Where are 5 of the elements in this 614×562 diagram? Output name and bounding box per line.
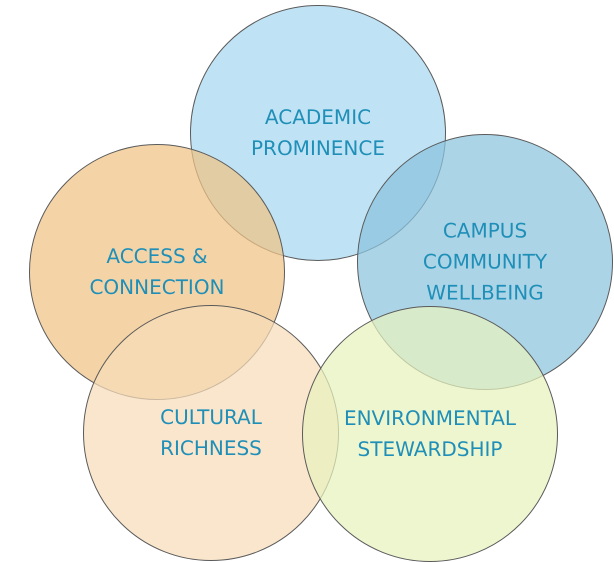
circle-label: ENVIRONMENTAL STEWARDSHIP [342,405,518,463]
circle-label: ACADEMIC PROMINENCE [250,104,386,162]
circle-label: ACCESS & CONNECTION [88,243,226,301]
circle-label: CAMPUS COMMUNITY WELLBEING [422,218,548,306]
circle-label: CULTURAL RICHNESS [159,404,263,462]
